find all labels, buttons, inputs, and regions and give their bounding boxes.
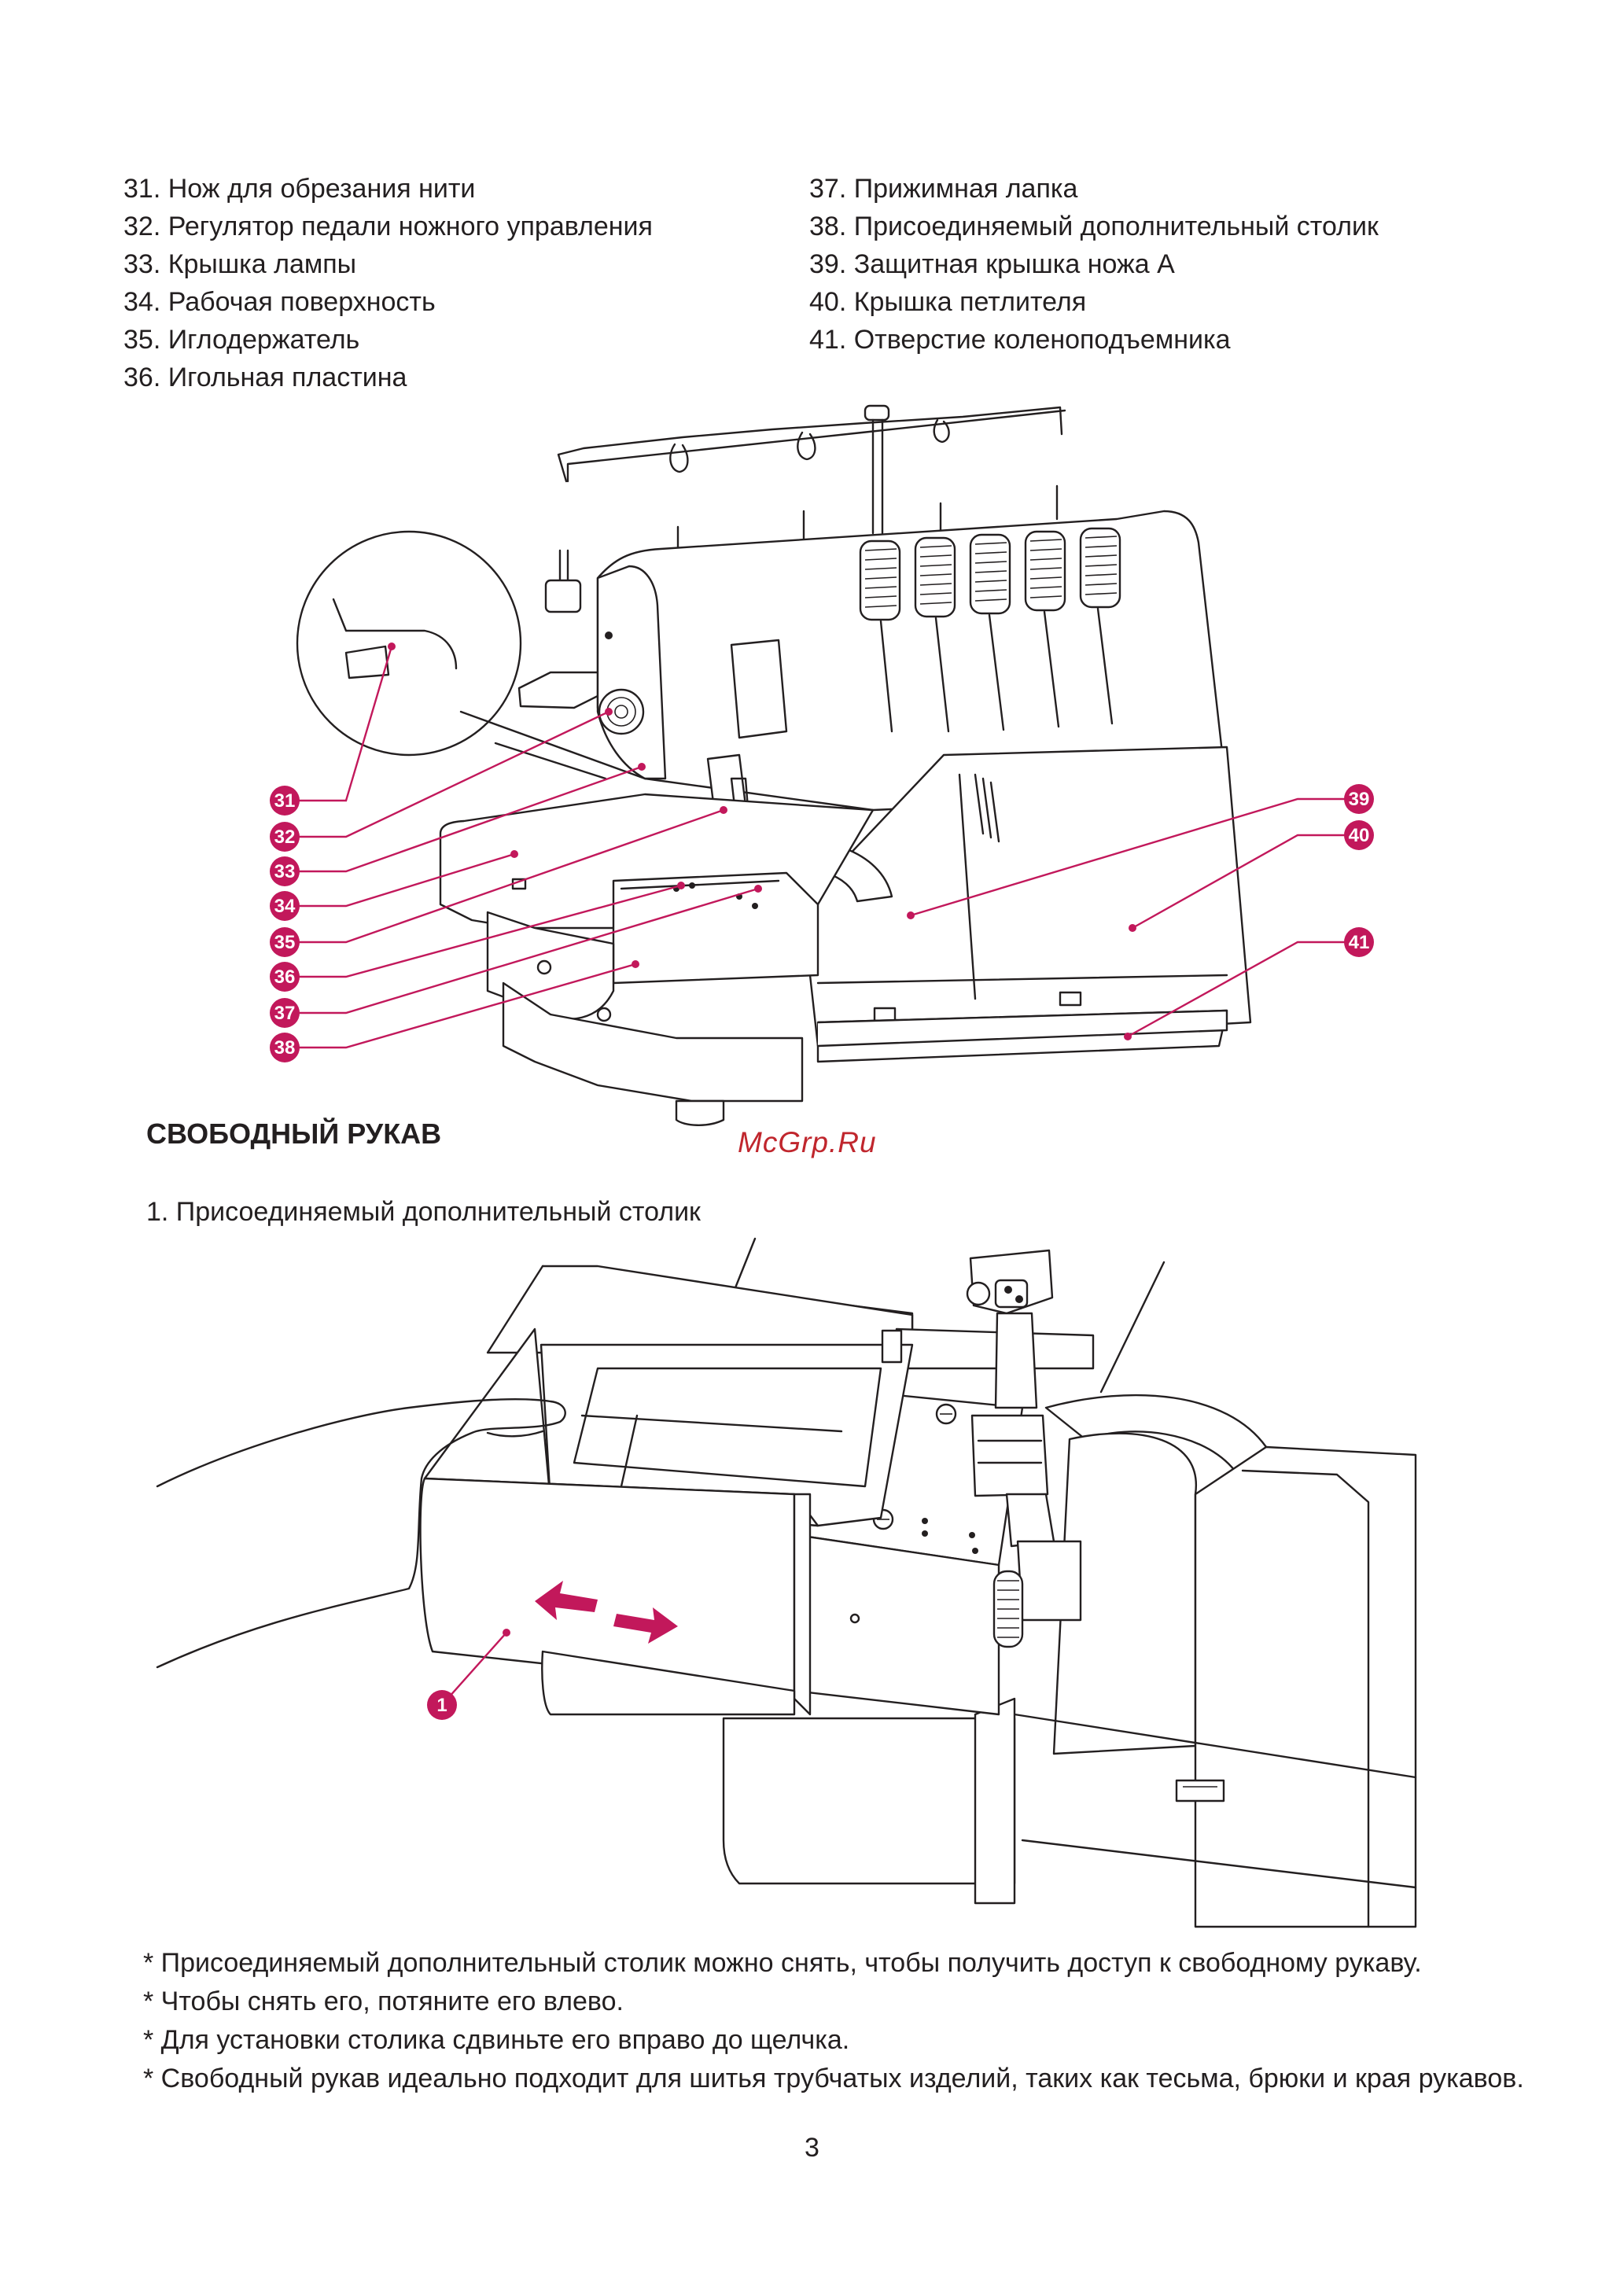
svg-text:31: 31 — [274, 790, 296, 812]
svg-text:35: 35 — [274, 932, 296, 953]
svg-text:1: 1 — [436, 1695, 447, 1716]
svg-text:33: 33 — [274, 861, 296, 882]
svg-text:41: 41 — [1349, 932, 1370, 953]
free-arm-figure: 1 — [156, 1237, 1417, 1928]
hand-illustration — [156, 1398, 566, 1669]
callout-40: 40 — [1344, 820, 1374, 850]
svg-text:36: 36 — [274, 967, 296, 988]
callout-35: 35 — [270, 927, 300, 957]
legend-item: 40. Крышка петлителя — [809, 287, 1087, 317]
svg-text:40: 40 — [1349, 825, 1370, 846]
callout-32: 32 — [270, 822, 300, 852]
knife-detail-inset — [296, 530, 646, 780]
legend-item: 34. Рабочая поверхность — [123, 287, 436, 317]
callout-38: 38 — [270, 1033, 300, 1062]
callout-1: 1 — [427, 1690, 457, 1720]
callout-37: 37 — [270, 998, 300, 1028]
svg-text:32: 32 — [274, 827, 296, 848]
callout-36: 36 — [270, 962, 300, 992]
watermark: McGrp.Ru — [738, 1126, 877, 1158]
slide-left-arrow — [535, 1581, 598, 1620]
svg-text:39: 39 — [1349, 789, 1370, 810]
svg-text:38: 38 — [274, 1037, 296, 1059]
callout-39: 39 — [1344, 784, 1374, 814]
legend-item: 32. Регулятор педали ножного управления — [123, 212, 653, 241]
note-item: * Для установки столика сдвиньте его впр… — [143, 2025, 850, 2055]
figure-caption: 1. Присоединяемый дополнительный столик — [146, 1197, 701, 1227]
callout-31: 31 — [270, 786, 300, 816]
tension-dials — [859, 527, 1121, 621]
legend-left: 31. Нож для обрезания нити 32. Регулятор… — [123, 170, 653, 396]
note-item: * Присоединяемый дополнительный столик м… — [143, 1948, 1422, 1978]
legend-item: 36. Игольная пластина — [123, 363, 407, 392]
notes-list: * Присоединяемый дополнительный столик м… — [143, 1944, 1527, 2098]
note-item: * Чтобы снять его, потяните его влево. — [143, 1987, 624, 2016]
legend-item: 39. Защитная крышка ножа А — [809, 249, 1175, 279]
legend-item: 37. Прижимная лапка — [809, 174, 1078, 204]
legend-item: 35. Иглодержатель — [123, 325, 360, 355]
callout-33: 33 — [270, 856, 300, 886]
svg-text:34: 34 — [274, 896, 296, 917]
machine-parts-figure: 31 32 33 34 35 36 37 38 39 40 41 — [270, 404, 1374, 1126]
legend-item: 33. Крышка лампы — [123, 249, 357, 279]
legend-right: 37. Прижимная лапка 38. Присоединяемый д… — [809, 170, 1379, 359]
page-number: 3 — [805, 2133, 819, 2163]
legend-item: 41. Отверстие коленоподъемника — [809, 325, 1231, 355]
section-heading: СВОБОДНЫЙ РУКАВ — [146, 1118, 442, 1150]
note-item: * Свободный рукав идеально подходит для … — [143, 2064, 1524, 2093]
slide-right-arrow — [613, 1607, 678, 1644]
legend-item: 31. Нож для обрезания нити — [123, 174, 476, 204]
svg-text:37: 37 — [274, 1003, 296, 1024]
callout-41: 41 — [1344, 927, 1374, 957]
callout-34: 34 — [270, 891, 300, 921]
legend-item: 38. Присоединяемый дополнительный столик — [809, 212, 1379, 241]
